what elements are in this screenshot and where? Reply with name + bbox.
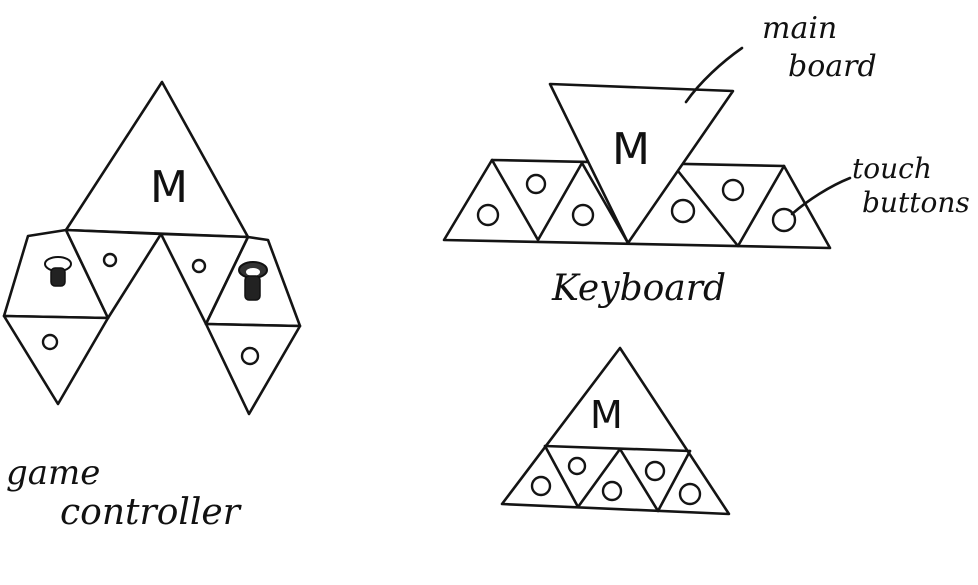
controller-label-line1: game (6, 453, 100, 493)
main-board-pointer (684, 46, 744, 104)
controller-button (41, 333, 59, 351)
keyboard-button (476, 203, 500, 227)
left-joystick-icon (44, 256, 72, 287)
main-board-annotation-line1: main (762, 11, 837, 46)
keyboard-button (571, 203, 595, 227)
controller-label-line2: controller (60, 492, 242, 533)
game-controller-diagram: M game controller (2, 80, 302, 533)
keyboard-button (670, 198, 696, 224)
touch-buttons-annotation-line1: touch (852, 152, 932, 185)
keyboard-main-letter: M (612, 124, 650, 175)
small-keyboard-button (601, 480, 623, 502)
controller-right-cell-3 (204, 322, 302, 416)
controller-left-cell-3 (2, 314, 110, 406)
small-keyboard-diagram: M (500, 346, 731, 516)
main-board-annotation-line2: board (788, 49, 877, 84)
controller-button (102, 252, 118, 268)
small-keyboard-button (530, 475, 552, 497)
keyboard-button (525, 173, 547, 195)
keyboard-button (721, 178, 745, 202)
small-keyboard-button (567, 456, 587, 476)
controller-button (240, 346, 260, 366)
small-keyboard-button (644, 460, 666, 482)
touch-buttons-pointer (790, 176, 852, 216)
controller-main-board (64, 80, 250, 239)
keyboard-button (771, 207, 797, 233)
touch-buttons-annotation-line2: buttons (862, 186, 970, 219)
small-keyboard-main-letter: M (590, 393, 623, 437)
right-joystick-icon (238, 261, 268, 301)
controller-main-letter: M (150, 162, 188, 213)
small-keyboard-button (678, 482, 702, 506)
controller-left-cell-2 (64, 228, 163, 320)
controller-button (191, 258, 207, 274)
keyboard-main-board (548, 82, 735, 245)
keyboard-diagram: M main board touch buttons Keyboard (442, 11, 970, 309)
keyboard-label: Keyboard (551, 268, 726, 309)
